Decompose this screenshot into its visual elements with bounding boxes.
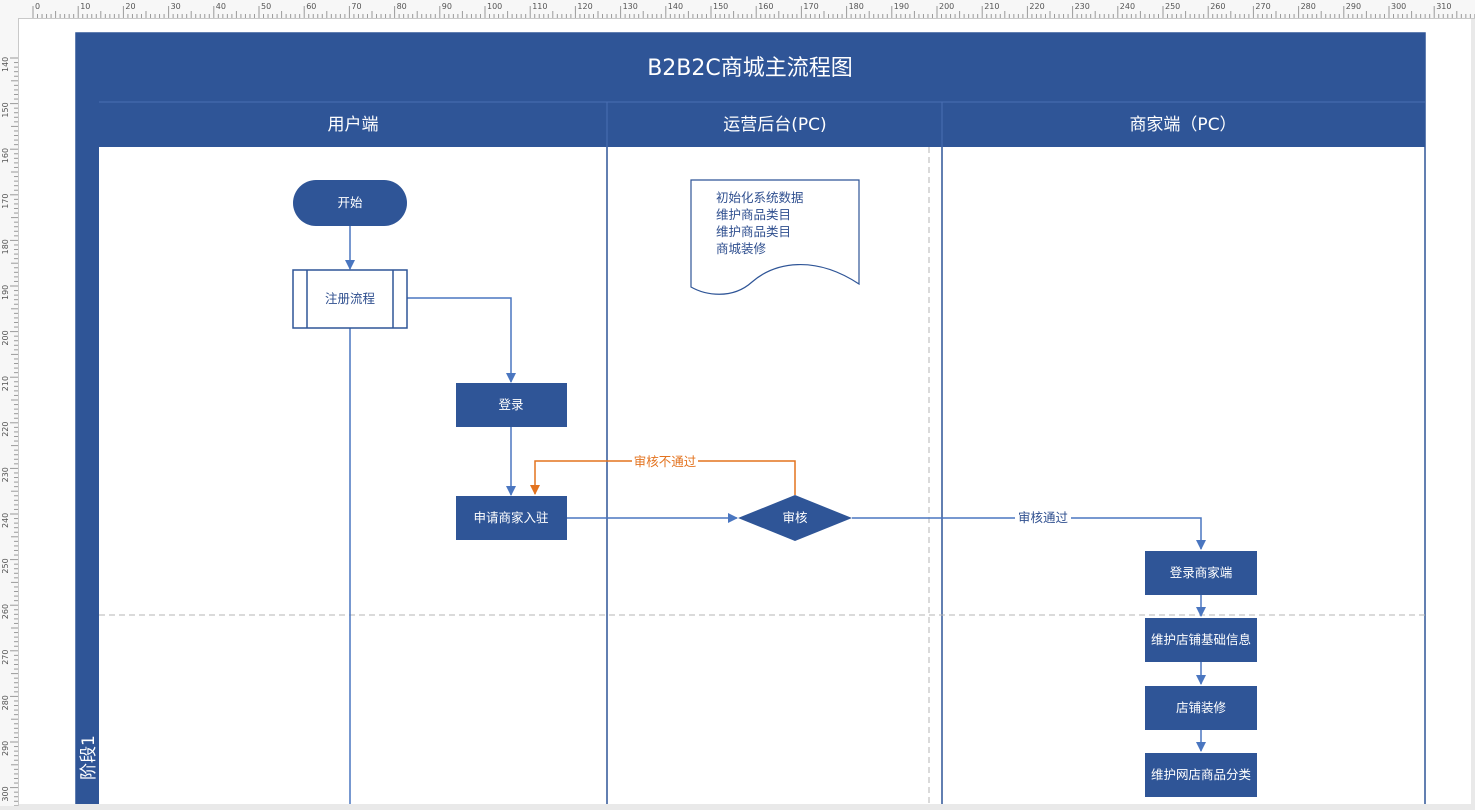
- ruler-left-label: 160: [1, 148, 10, 163]
- approve-label-bg: [1015, 510, 1071, 526]
- ruler-top-label: 240: [1120, 2, 1135, 11]
- node-doc[interactable]: [690, 179, 860, 295]
- node-start-label: 开始: [337, 195, 363, 210]
- ruler-left-label: 250: [1, 558, 10, 573]
- ruler-top-label: 100: [487, 2, 502, 11]
- ruler-top-label: 170: [803, 2, 818, 11]
- title-bar: [76, 33, 1425, 102]
- ruler-top-scale: 0 10 20 30 40 50 60 70 80 90 100 110 120 130 140 150 160…: [32, 2, 1475, 18]
- node-review-label: 审核: [782, 510, 808, 525]
- ruler-top-label: 260: [1210, 2, 1225, 11]
- ruler-left-label: 290: [1, 741, 10, 756]
- ruler-top-label: 40: [216, 2, 226, 11]
- ruler-top-label: 70: [351, 2, 361, 11]
- edge-review-approve[interactable]: [852, 517, 1206, 550]
- node-category-label: 维护网店商品分类: [1151, 767, 1252, 782]
- node-review[interactable]: [738, 495, 852, 541]
- ruler-top-label: 270: [1255, 2, 1270, 11]
- ruler-top-label: 30: [171, 2, 181, 11]
- ruler-top-label: 20: [125, 2, 135, 11]
- ruler-left-label: 200: [1, 330, 10, 345]
- ruler-top-label: 90: [442, 2, 452, 11]
- ruler-top-label: 50: [261, 2, 271, 11]
- node-apply[interactable]: [456, 496, 567, 540]
- lane-header-bar: [99, 102, 1425, 147]
- ruler-top-label: 60: [306, 2, 316, 11]
- ruler-left-label: 230: [1, 467, 10, 482]
- node-merchant-login-label: 登录商家端: [1170, 565, 1233, 580]
- ruler-top-label: 200: [939, 2, 954, 11]
- node-store-decor[interactable]: [1145, 686, 1257, 730]
- ruler-top-label: 190: [894, 2, 909, 11]
- node-start[interactable]: [293, 180, 407, 226]
- edge-label-reject: 审核不通过: [634, 454, 697, 469]
- ruler-top-label: 310: [1436, 2, 1451, 11]
- ruler-left-label: 210: [1, 376, 10, 391]
- node-apply-label: 申请商家入驻: [473, 510, 549, 525]
- ruler-top-label: 290: [1346, 2, 1361, 11]
- node-store-decor-label: 店铺装修: [1176, 700, 1227, 715]
- ruler-left-label: 150: [1, 102, 10, 117]
- ruler-top-label: 300: [1391, 2, 1406, 11]
- diagram-canvas[interactable]: B2B2C商城主流程图 阶段1 用户端 运营后台(PC) 商家端（PC） 审核不…: [19, 19, 1471, 804]
- ruler-left-label: 270: [1, 650, 10, 665]
- ruler-top-label: 280: [1301, 2, 1316, 11]
- ruler-top-label: 160: [758, 2, 773, 11]
- ruler-left-label: 240: [1, 513, 10, 528]
- node-store-info[interactable]: [1145, 618, 1257, 662]
- ruler-left-scale: 140 150 160 170 180 190 200 210 220 230 240 250 260 2…: [1, 57, 18, 807]
- flowchart[interactable]: B2B2C商城主流程图 阶段1 用户端 运营后台(PC) 商家端（PC） 审核不…: [19, 19, 1471, 804]
- edge-label-approve: 审核通过: [1018, 510, 1069, 525]
- phase-bar: [76, 102, 99, 804]
- ruler-left-label: 300: [1, 786, 10, 801]
- ruler-left-label: 180: [1, 239, 10, 254]
- lane-header-user: 用户端: [328, 115, 379, 135]
- doc-line-2: 维护商品类目: [716, 207, 791, 222]
- ruler-top-label: 110: [532, 2, 547, 11]
- ruler-left-label: 280: [1, 695, 10, 710]
- node-category[interactable]: [1145, 753, 1257, 797]
- lane-header-merchant: 商家端（PC）: [1129, 115, 1236, 135]
- diagram-title: B2B2C商城主流程图: [647, 56, 853, 81]
- doc-line-4: 商城装修: [716, 241, 767, 256]
- ruler-left: 140 150 160 170 180 190 200 210 220 230 240 250 260 2…: [0, 18, 19, 807]
- edge-register-to-login[interactable]: [407, 297, 516, 383]
- ruler-top-label: 10: [80, 2, 90, 11]
- ruler-top-label: 220: [1029, 2, 1044, 11]
- ruler-top-label: 120: [577, 2, 592, 11]
- ruler-top-label: 130: [623, 2, 638, 11]
- ruler-left-label: 190: [1, 285, 10, 300]
- node-register[interactable]: [292, 269, 408, 329]
- ruler-top-label: 180: [849, 2, 864, 11]
- doc-line-3: 维护商品类目: [716, 224, 791, 239]
- doc-line-1: 初始化系统数据: [716, 190, 804, 205]
- ruler-left-label: 170: [1, 194, 10, 209]
- node-merchant-login[interactable]: [1145, 551, 1257, 595]
- ruler-top-label: 140: [668, 2, 683, 11]
- node-store-info-label: 维护店铺基础信息: [1151, 632, 1251, 647]
- ruler-top-label: 230: [1075, 2, 1090, 11]
- phase-label: 阶段1: [79, 735, 99, 780]
- ruler-top-label: 0: [35, 2, 40, 11]
- node-login[interactable]: [456, 383, 567, 427]
- reject-label-bg: [632, 453, 698, 469]
- ruler-left-label: 260: [1, 604, 10, 619]
- ruler-top-label: 210: [984, 2, 999, 11]
- lane-header-operations: 运营后台(PC): [723, 115, 826, 135]
- ruler-left-label: 140: [1, 57, 10, 72]
- ruler-top-label: 150: [713, 2, 728, 11]
- ruler-top-label: 80: [397, 2, 407, 11]
- ruler-left-label: 220: [1, 422, 10, 437]
- ruler-top-label: 250: [1165, 2, 1180, 11]
- node-login-label: 登录: [498, 397, 523, 412]
- ruler-top: 0 10 20 30 40 50 60 70 80 90 100 110 120 130 140 150 160…: [0, 0, 1475, 19]
- node-register-label: 注册流程: [325, 291, 376, 306]
